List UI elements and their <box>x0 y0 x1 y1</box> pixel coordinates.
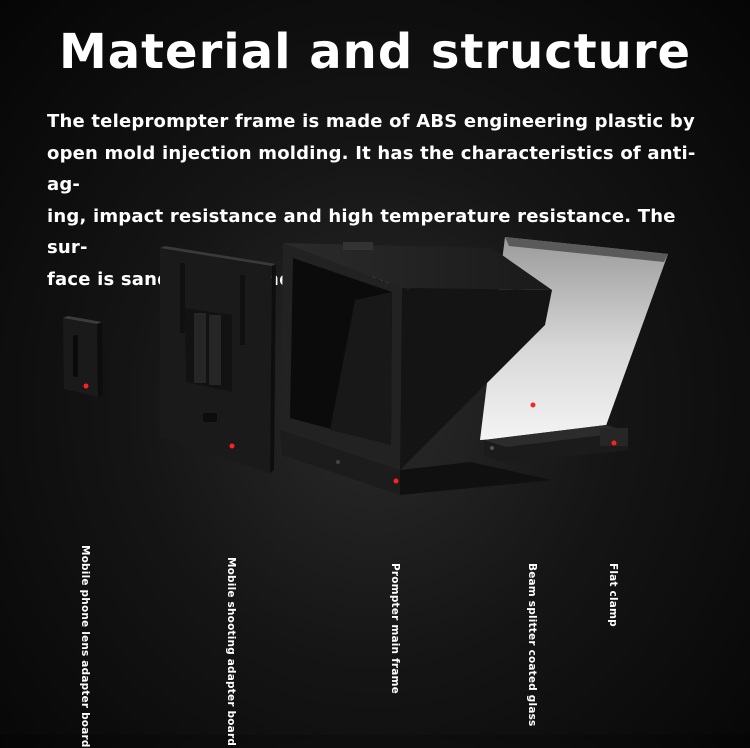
label-shooting-adapter-board: Mobile shooting adapter board <box>225 557 237 747</box>
mobile-shooting-adapter-board <box>160 246 276 473</box>
leader-lines <box>83 383 617 557</box>
label-phone-lens-adapter-board: Mobile phone lens adapter board <box>79 545 91 748</box>
label-flat-clamp: Flat clamp <box>607 563 619 627</box>
prompter-main-frame <box>280 242 552 495</box>
label-beam-splitter-glass: Beam splitter coated glass <box>526 563 538 727</box>
mobile-phone-lens-adapter-board <box>63 316 103 397</box>
label-prompter-main-frame: Prompter main frame <box>389 563 401 694</box>
page-title: Material and structure <box>58 24 692 80</box>
flat-clamp <box>484 425 628 463</box>
